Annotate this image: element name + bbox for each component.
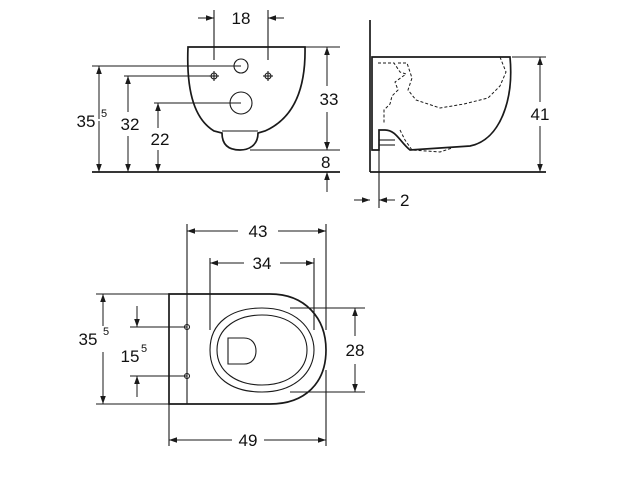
dim-wall-offset: 2 (400, 191, 409, 210)
side-view: 41 2 (354, 20, 549, 210)
dim-plan-depth-sup: 5 (103, 326, 109, 338)
dim-total-length: 49 (239, 431, 258, 450)
dim-side-height: 41 (531, 105, 550, 124)
dim-height-outer: 35 (77, 112, 96, 131)
dim-bowl-height: 33 (320, 90, 339, 109)
plan-view: 43 34 35 5 15 5 28 49 (79, 222, 365, 450)
dim-bottom-gap: 8 (321, 153, 330, 172)
plan-seat-inner (216, 314, 308, 386)
dim-hole-spacing: 18 (232, 9, 251, 28)
side-hidden-bowl (398, 56, 507, 109)
dim-seat-depth: 28 (346, 341, 365, 360)
plan-outlet (227, 337, 257, 365)
front-bowl-outline (186, 46, 306, 151)
front-view: 18 35 5 32 22 33 8 (77, 9, 340, 192)
dim-hole-offset: 15 (121, 347, 140, 366)
side-bowl-outline (371, 56, 512, 151)
plan-seat-outer (209, 307, 315, 393)
dim-height-inner: 22 (151, 130, 170, 149)
side-hidden-outlet (399, 129, 453, 153)
dim-height-mid: 32 (121, 115, 140, 134)
dim-plan-depth: 35 (79, 330, 98, 349)
dim-width-inner: 34 (253, 254, 272, 273)
dim-width-outer: 43 (249, 222, 268, 241)
dim-hole-offset-sup: 5 (141, 343, 147, 355)
dim-height-outer-sup: 5 (101, 108, 107, 120)
side-hidden-trap (378, 62, 408, 124)
plan-bowl-outline (168, 293, 327, 405)
